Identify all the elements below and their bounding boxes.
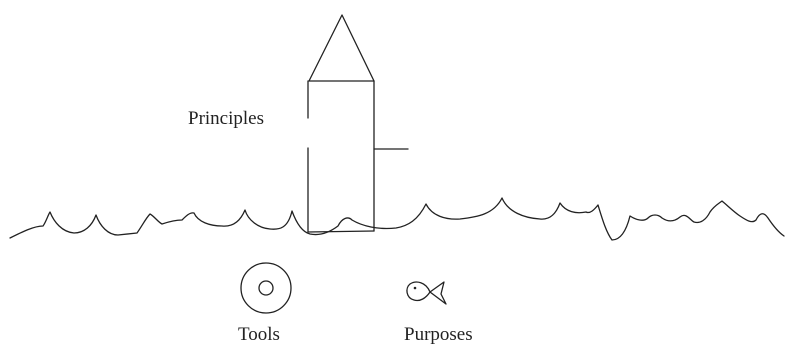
fish-icon xyxy=(406,281,447,305)
principles-label: Principles xyxy=(188,108,264,129)
lifebuoy-icon xyxy=(240,262,292,314)
lighthouse-icon xyxy=(307,14,409,233)
purposes-label: Purposes xyxy=(404,324,473,345)
lighthouse-roof xyxy=(308,14,375,82)
tools-label: Tools xyxy=(238,324,280,345)
lighthouse-base xyxy=(307,230,375,233)
sea-waves xyxy=(9,197,785,241)
